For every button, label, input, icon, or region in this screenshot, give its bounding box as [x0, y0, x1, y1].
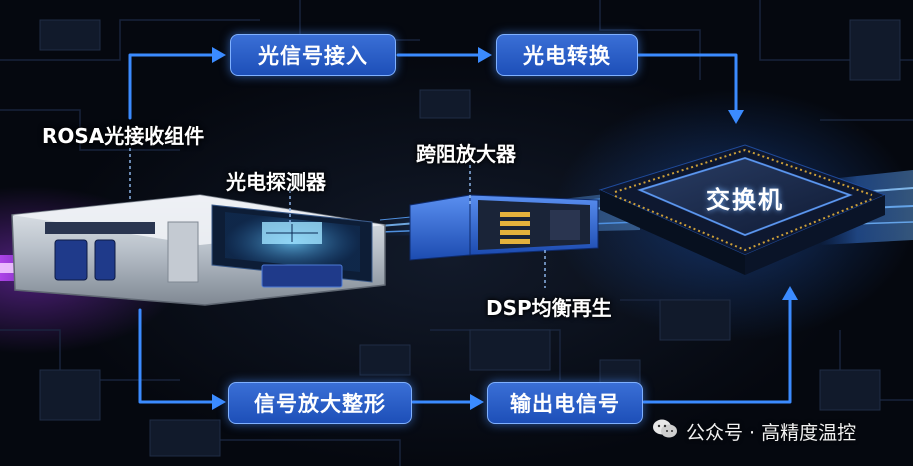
watermark: 公众号 · 高精度温控	[652, 418, 856, 445]
label-rosa: ROSA光接收组件	[42, 124, 205, 148]
label-photodetector: 光电探测器	[226, 170, 326, 194]
switch-chip	[598, 144, 887, 275]
step-signal-amplify-shape: 信号放大整形	[228, 382, 412, 424]
step-label: 光信号接入	[258, 44, 368, 68]
step-label: 信号放大整形	[254, 392, 386, 416]
wechat-icon	[652, 418, 678, 445]
step-label: 输出电信号	[510, 392, 620, 416]
step-light-signal-input: 光信号接入	[230, 34, 396, 76]
step-label: 光电转换	[523, 44, 611, 68]
label-tia: 跨阻放大器	[416, 142, 516, 166]
tia-connector	[409, 194, 599, 261]
step-output-electrical-signal: 输出电信号	[487, 382, 643, 424]
step-photoelectric-conversion: 光电转换	[496, 34, 638, 76]
rosa-module	[11, 194, 386, 306]
chip-label: 交换机	[706, 186, 784, 214]
watermark-text: 公众号 · 高精度温控	[686, 422, 857, 444]
label-dsp: DSP均衡再生	[486, 296, 612, 320]
